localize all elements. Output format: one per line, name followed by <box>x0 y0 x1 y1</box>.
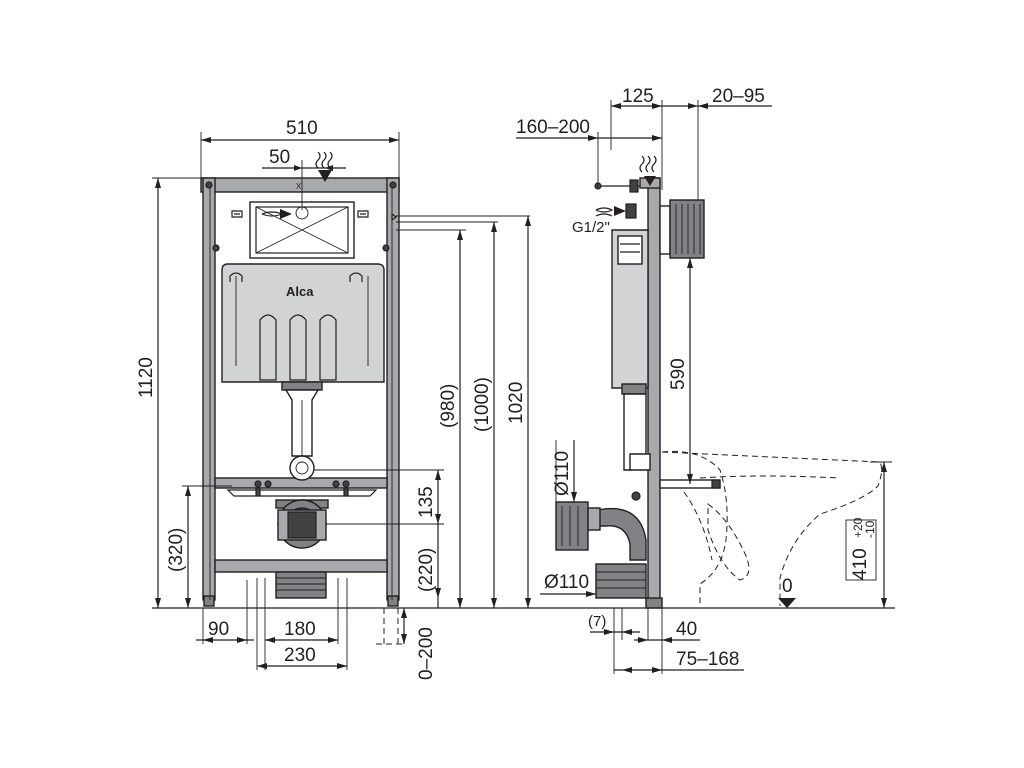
pipe-110-bottom: Ø110 <box>544 572 589 593</box>
front-view: Alca X <box>200 151 400 607</box>
dim-230: 230 <box>284 645 316 666</box>
seat-height: 410 <box>850 548 871 580</box>
dim-75-168: 75–168 <box>676 649 739 670</box>
tol-plus: +20 <box>851 517 865 538</box>
dim-40: 40 <box>676 619 697 640</box>
tol-minus: -10 <box>863 520 877 538</box>
dim-90: 90 <box>208 619 229 640</box>
dim-180: 180 <box>284 619 316 640</box>
dim-590: 590 <box>668 358 689 390</box>
front-dimensions: 510 50 1120 (320) 1020 (1000) <box>136 118 531 680</box>
svg-text:X: X <box>296 182 302 191</box>
dim-980: (980) <box>438 384 459 428</box>
dim-320: (320) <box>166 528 187 572</box>
dim-220: (220) <box>416 548 437 592</box>
dim-125: 125 <box>622 86 654 107</box>
dim-135: 135 <box>416 486 437 518</box>
dim-160-200: 160–200 <box>516 117 590 138</box>
dim-510: 510 <box>286 118 318 139</box>
side-view <box>555 155 883 609</box>
dim-7: (7) <box>588 613 606 630</box>
dim-50: 50 <box>269 147 290 168</box>
dim-1120: 1120 <box>136 357 157 398</box>
dim-1020: 1020 <box>506 382 527 424</box>
dim-1000: (1000) <box>472 377 493 432</box>
floor-zero: 0 <box>782 576 793 597</box>
dim-0-200: 0–200 <box>416 627 437 680</box>
side-dimensions: 125 20–95 160–200 G1/2" 590 Ø110 Ø110 <box>516 86 892 674</box>
thread-label: G1/2" <box>572 219 610 236</box>
pipe-110-top: Ø110 <box>552 451 573 496</box>
brand-logo: Alca <box>286 284 314 299</box>
dim-20-95: 20–95 <box>712 86 765 107</box>
